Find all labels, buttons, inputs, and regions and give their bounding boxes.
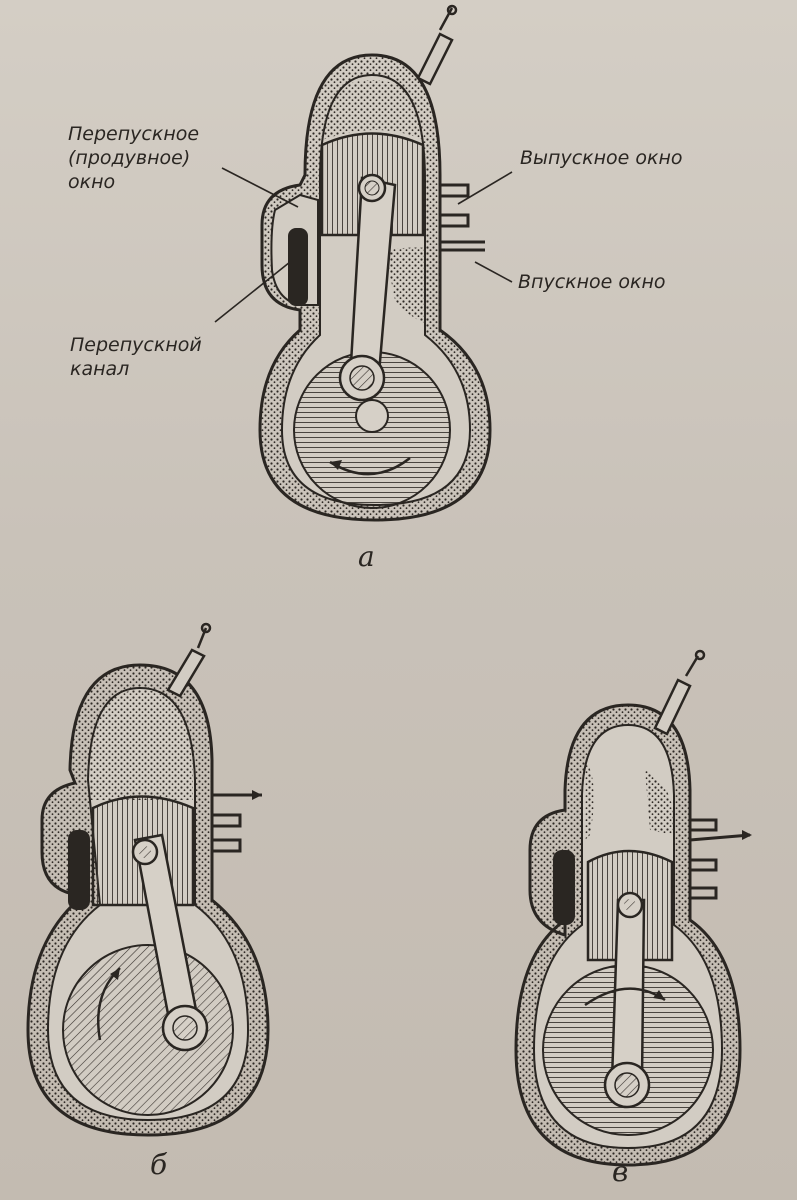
transfer-port-label: Перепускное (продувное) окно: [68, 122, 199, 194]
figure-letter-a: а: [358, 540, 375, 573]
figure-letter-b: б: [150, 1148, 168, 1181]
transfer-channel-label-line-1: Перепускной: [70, 334, 202, 356]
engine-figure-c: [514, 649, 752, 1167]
figure-letter-c: в: [612, 1155, 629, 1188]
transfer-port-label-line-2: (продувное): [68, 147, 191, 169]
intake-port-label: Впускное окно: [518, 271, 666, 293]
engine-figure-a: [258, 4, 492, 522]
exhaust-port-label: Выпускное окно: [520, 147, 683, 169]
transfer-channel-label-line-2: канал: [70, 358, 130, 380]
engine-figure-b: [26, 622, 270, 1137]
leader-lines: [214, 167, 513, 323]
transfer-port-label-line-1: Перепускное: [68, 123, 200, 145]
transfer-port-label-line-3: окно: [68, 171, 116, 193]
transfer-channel-label: Перепускной канал: [70, 333, 202, 381]
